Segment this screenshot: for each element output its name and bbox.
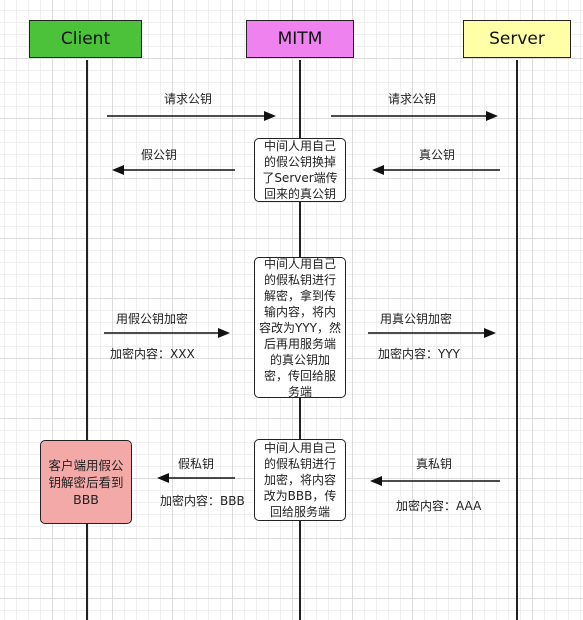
real-privkey-content: 加密内容：AAA <box>396 499 482 513</box>
arrowhead-request-pubkey-mitm <box>486 111 498 121</box>
request-pubkey-label-left: 请求公钥 <box>164 92 213 106</box>
server-lifeline <box>516 60 518 620</box>
arrowhead-encrypt-real <box>484 328 496 338</box>
mitm-note-encrypt-modify-text: 中间人用自己的假私钥进行加密，将内容改为BBB，传回给服务端 <box>263 441 337 519</box>
fake-privkey-label: 假私钥 <box>178 457 215 471</box>
mitm-note-encrypt-modify: 中间人用自己的假私钥进行加密，将内容改为BBB，传回给服务端 <box>254 439 346 521</box>
client-note-result-text: 客户端用假公钥解密后看到BBB <box>48 457 124 507</box>
mitm-note-decrypt-modify: 中间人用自己的假私钥进行解密，拿到传输内容，将内容改为YYY，然后再用服务端的真… <box>254 256 346 399</box>
client-label: Client <box>60 29 111 49</box>
request-pubkey-label-right: 请求公钥 <box>388 92 437 106</box>
mitm-note-decrypt-modify-text: 中间人用自己的假私钥进行解密，拿到传输内容，将内容改为YYY，然后再用服务端的真… <box>259 256 341 399</box>
encrypt-fake-label: 用假公钥加密 <box>116 312 189 326</box>
arrowhead-request-pubkey-client <box>264 111 276 121</box>
server-label: Server <box>489 29 545 49</box>
client-lifeline <box>86 60 88 620</box>
mitm-actor: MITM <box>246 20 354 58</box>
mitm-note-swap-pubkey: 中间人用自己的假公钥换掉了Server端传回来的真公钥 <box>254 138 346 202</box>
client-actor: Client <box>29 20 142 58</box>
client-note-result: 客户端用假公钥解密后看到BBB <box>40 440 132 524</box>
arrowhead-fake-privkey <box>157 473 169 483</box>
arrowhead-real-pubkey <box>372 165 384 175</box>
real-pubkey-label: 真公钥 <box>419 148 456 162</box>
arrowhead-real-privkey <box>370 476 382 486</box>
mitm-note-swap-pubkey-text: 中间人用自己的假公钥换掉了Server端传回来的真公钥 <box>262 139 338 201</box>
encrypt-real-content: 加密内容：YYY <box>378 347 460 361</box>
real-privkey-label: 真私钥 <box>416 457 453 471</box>
encrypt-real-label: 用真公钥加密 <box>380 312 453 326</box>
fake-privkey-content: 加密内容：BBB <box>160 494 245 508</box>
server-actor: Server <box>463 20 571 58</box>
encrypt-fake-content: 加密内容：XXX <box>110 347 195 361</box>
fake-pubkey-label: 假公钥 <box>141 148 178 162</box>
arrowhead-fake-pubkey <box>112 165 124 175</box>
arrowhead-encrypt-fake <box>218 328 230 338</box>
mitm-label: MITM <box>277 29 323 49</box>
